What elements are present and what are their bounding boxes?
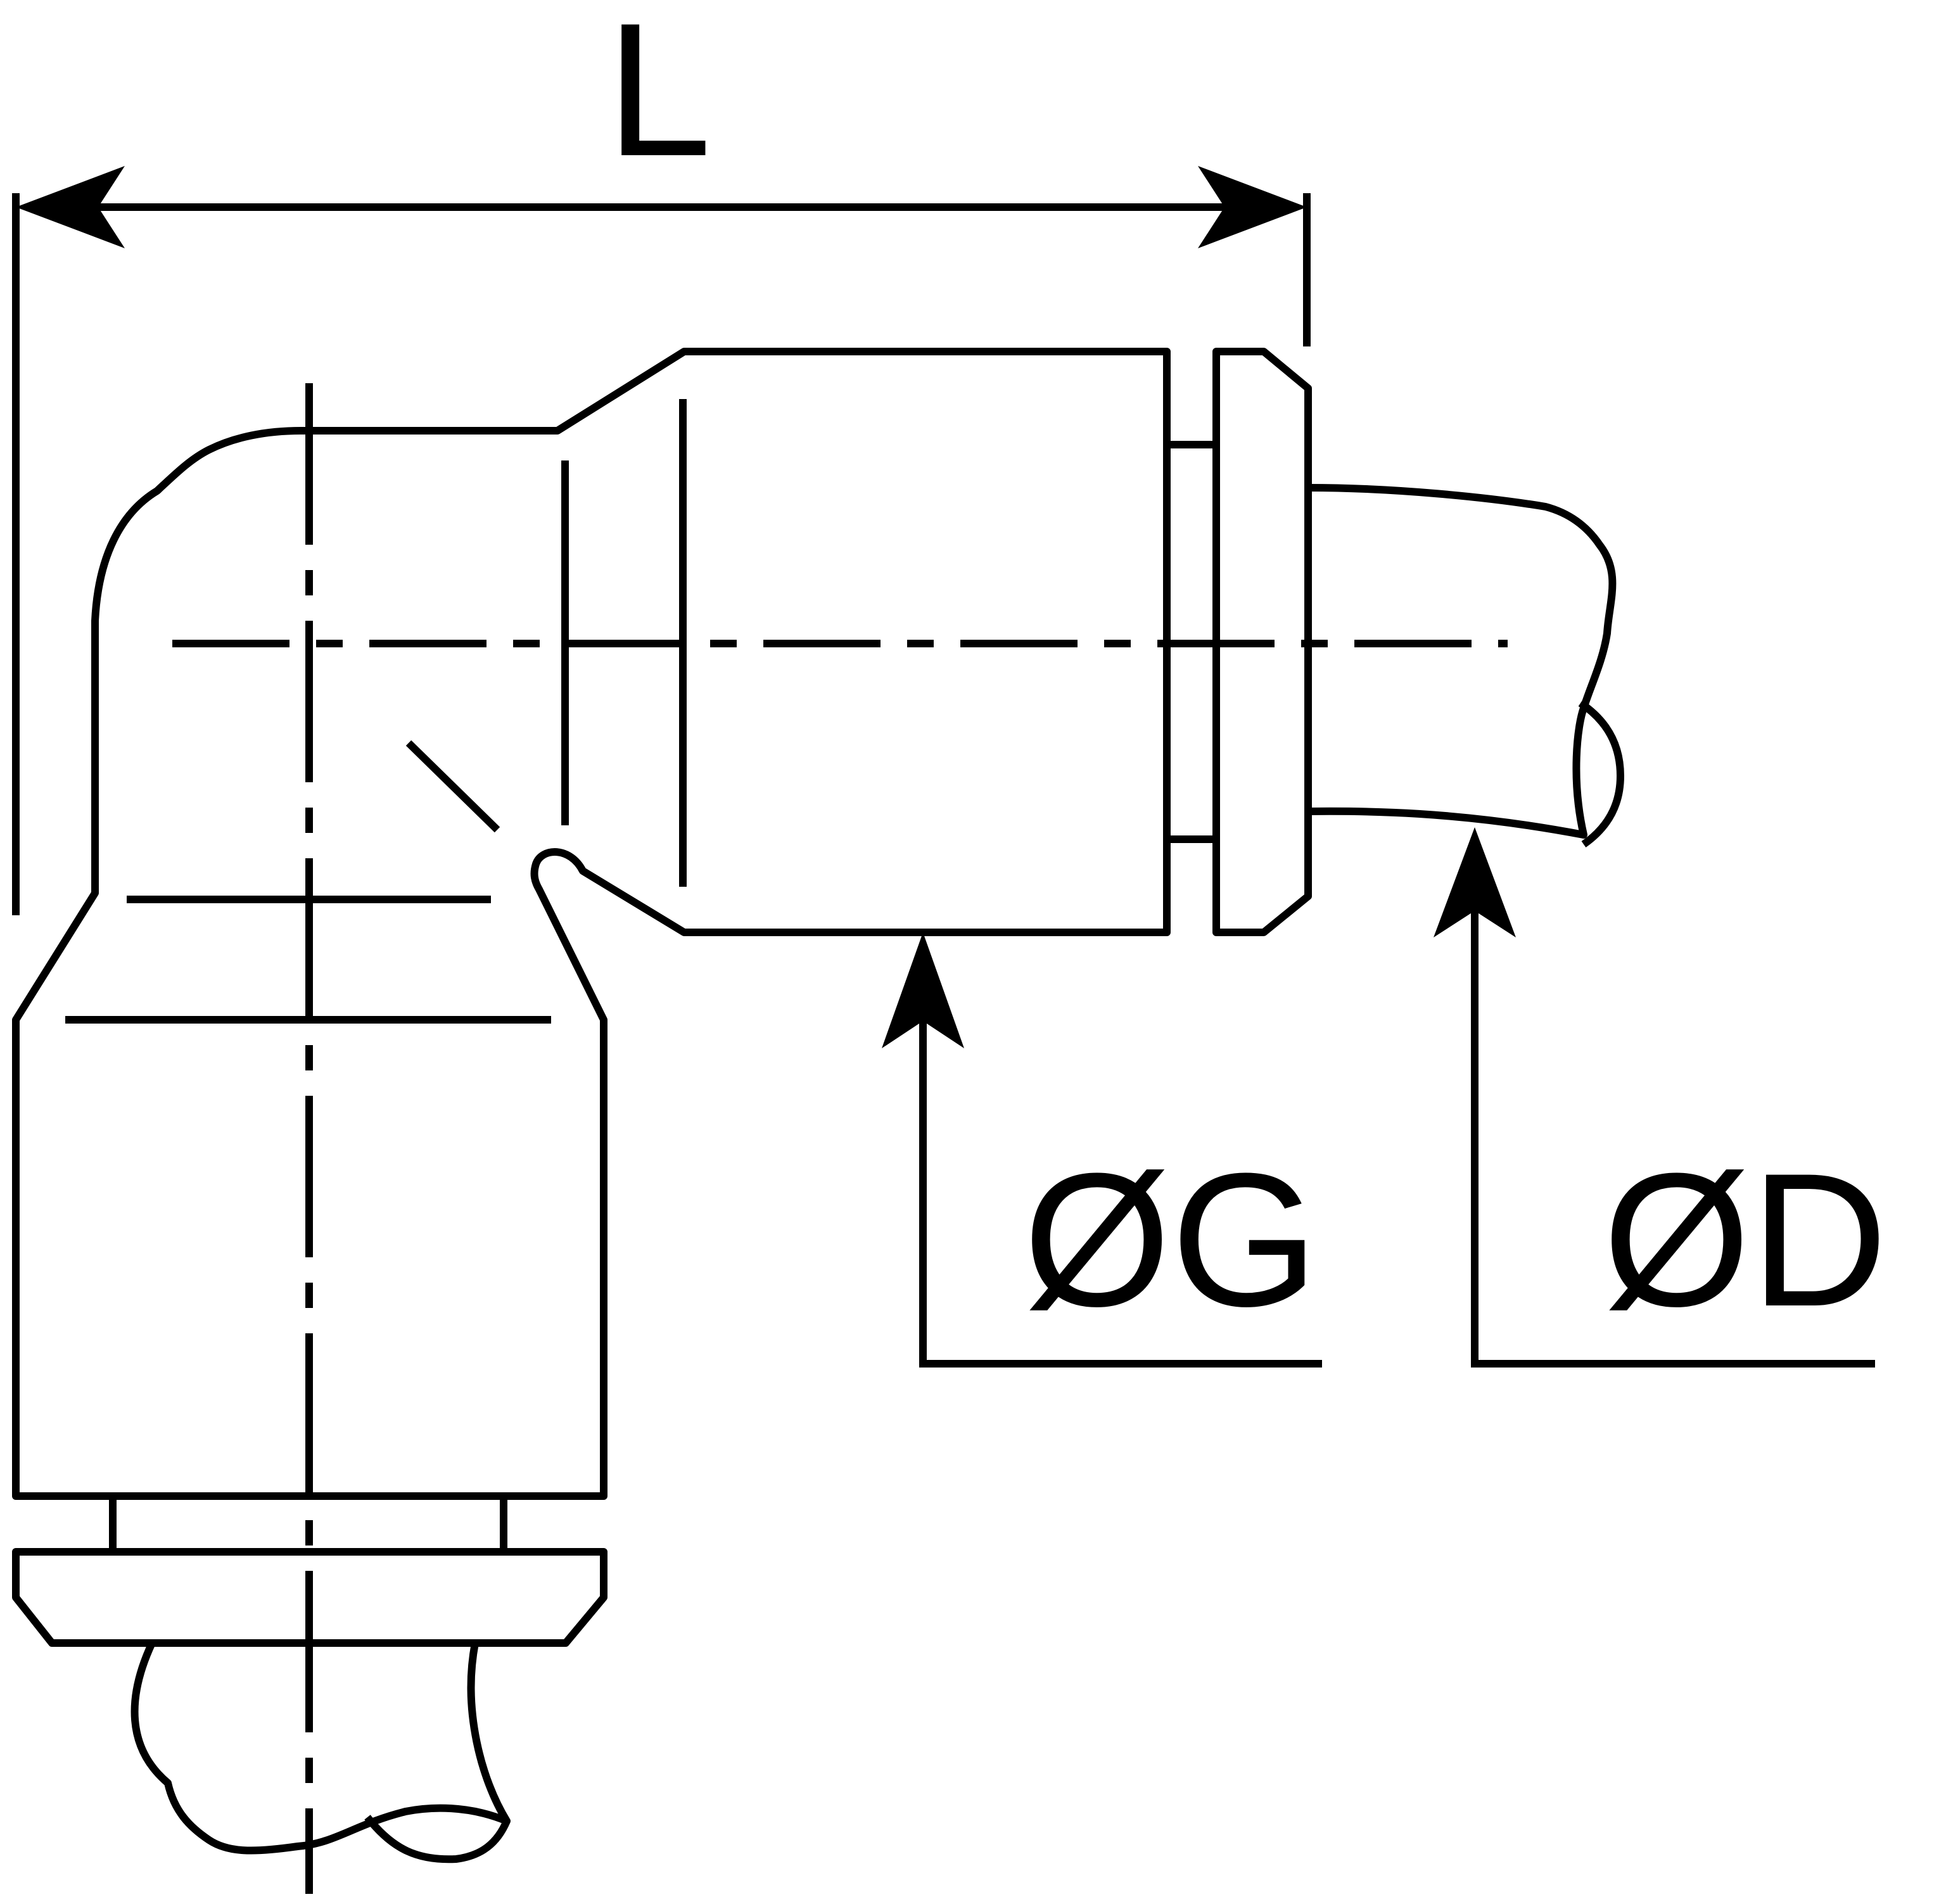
center-lines xyxy=(172,383,1508,1894)
side-tube-end xyxy=(1578,700,1624,847)
vertical-body xyxy=(12,348,1171,1863)
dimension-od: ØD xyxy=(1434,827,1888,1368)
horizontal-body xyxy=(561,348,1624,936)
chamfer-mark xyxy=(405,740,500,833)
release-collet xyxy=(1212,348,1312,936)
side-tube-stub xyxy=(1307,484,1617,839)
od-arrow xyxy=(1434,827,1516,937)
od-label: ØD xyxy=(1603,1133,1888,1346)
og-label: ØG xyxy=(1023,1133,1319,1346)
dimension-l: L xyxy=(12,0,1311,915)
dimension-og: ØG xyxy=(882,932,1322,1368)
elbow-outline-left xyxy=(12,348,1171,1500)
l-arrow-right xyxy=(1198,166,1307,248)
bottom-tube-end xyxy=(364,1815,511,1863)
bottom-tube-stub xyxy=(130,1641,511,1855)
bottom-collet xyxy=(12,1548,607,1647)
l-arrow-left xyxy=(16,166,125,248)
l-label: L xyxy=(606,0,712,196)
og-arrow xyxy=(882,932,964,1048)
